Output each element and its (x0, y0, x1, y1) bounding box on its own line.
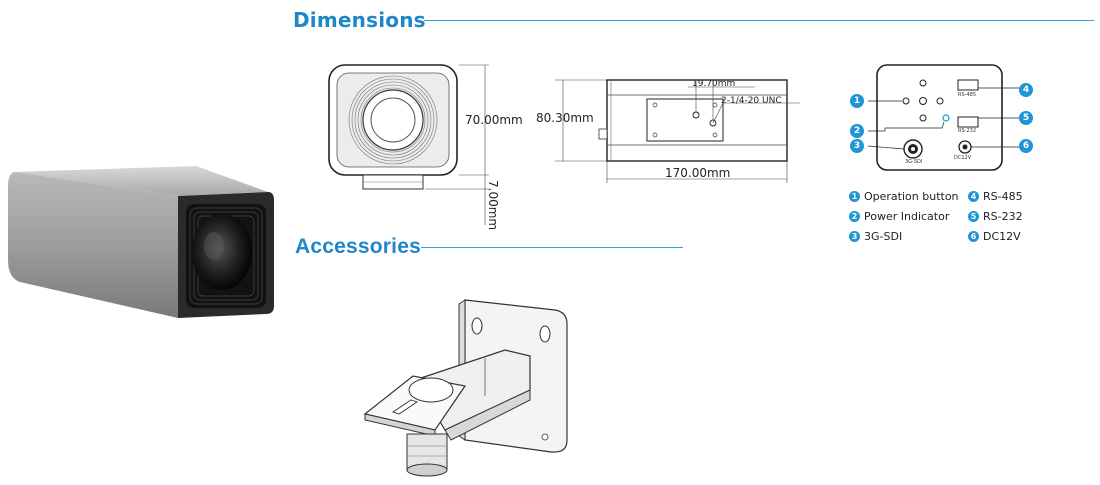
front-height-label: 70.00mm (465, 113, 523, 127)
legend-item: 2 Power Indicator (849, 206, 959, 226)
legend-label: Power Indicator (864, 209, 950, 223)
legend-item: 3 3G-SDI (849, 226, 959, 246)
legend-number: 5 (968, 210, 979, 222)
accessories-rule (421, 247, 683, 248)
legend-item: 5 RS-232 (968, 206, 1023, 226)
wall-bracket-image (363, 299, 568, 477)
side-height-label: 80.30mm (536, 111, 594, 125)
legend-item: 1 Operation button (849, 186, 959, 206)
length-label: 170.00mm (665, 166, 731, 180)
sdi-port-label: 3G-SDI (905, 159, 923, 165)
callout-6: 6 (1019, 139, 1033, 153)
callout-4: 4 (1019, 83, 1033, 97)
callout-2: 2 (850, 124, 864, 138)
legend-label: RS-485 (983, 189, 1023, 203)
dimensions-title: Dimensions (293, 8, 426, 32)
legend-label: 3G-SDI (864, 229, 903, 243)
legend-number: 1 (849, 190, 860, 202)
callout-3: 3 (850, 139, 864, 153)
camera-product-image (8, 166, 274, 318)
legend-item: 4 RS-485 (968, 186, 1023, 206)
side-view-drawing (555, 79, 800, 183)
front-view-drawing (328, 64, 489, 225)
accessories-title: Accessories (295, 235, 421, 258)
legend-left: 1 Operation button 2 Power Indicator 3 3… (849, 186, 959, 246)
legend-number: 4 (968, 190, 979, 202)
dc-port-label: DC12V (954, 155, 972, 161)
foot-height-label: 7.00mm (486, 180, 500, 231)
hole-spacing-label: 19.70mm (692, 79, 736, 89)
rs232-port-label: RS-232 (958, 128, 976, 134)
thread-label: 2-1/4-20 UNC (721, 96, 782, 106)
callout-5: 5 (1019, 111, 1033, 125)
legend-number: 6 (968, 230, 979, 242)
callout-1: 1 (850, 94, 864, 108)
legend-item: 6 DC12V (968, 226, 1023, 246)
legend-label: DC12V (983, 229, 1021, 243)
rear-panel-drawing (867, 64, 1020, 171)
legend-number: 2 (849, 210, 860, 222)
dimensions-rule (424, 20, 1094, 21)
legend-number: 3 (849, 230, 860, 242)
legend-label: RS-232 (983, 209, 1023, 223)
legend-label: Operation button (864, 189, 959, 203)
legend-right: 4 RS-485 5 RS-232 6 DC12V (968, 186, 1023, 246)
rs485-port-label: RS-485 (958, 92, 976, 98)
